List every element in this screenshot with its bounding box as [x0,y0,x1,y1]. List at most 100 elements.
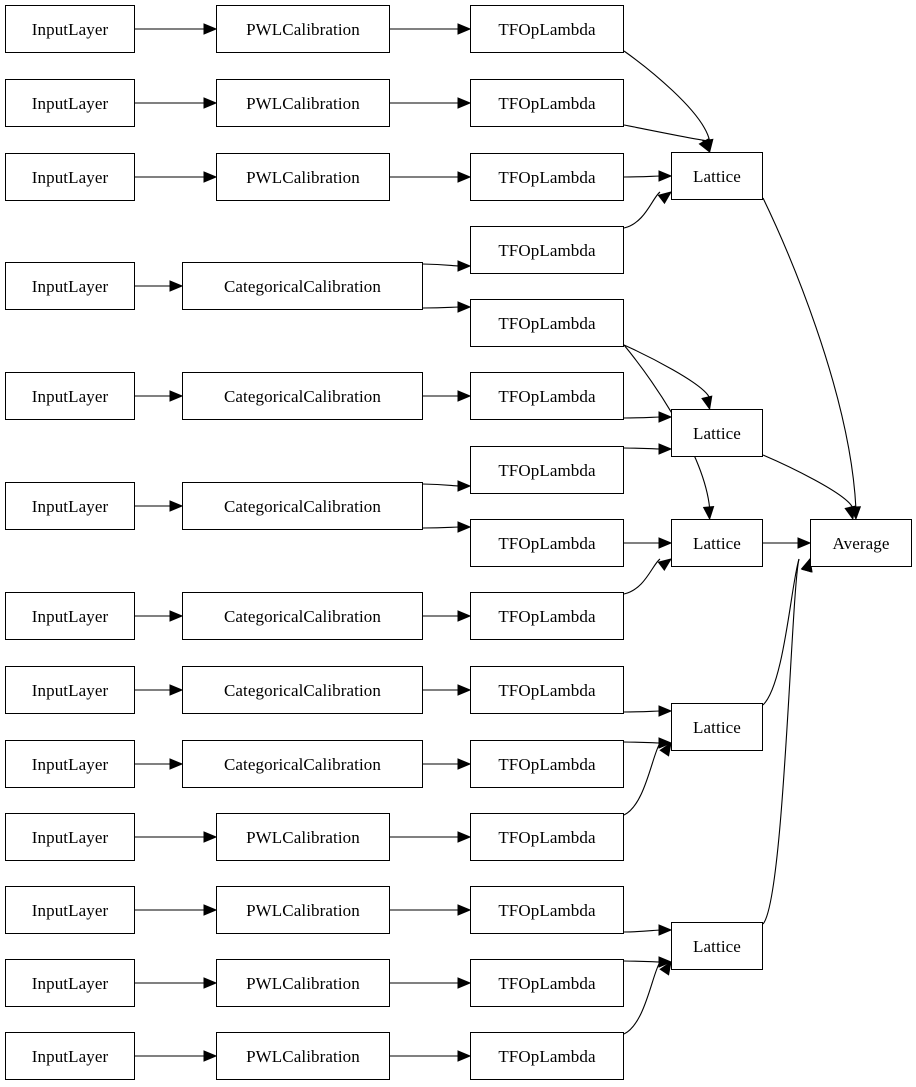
edge-arrowhead [169,610,184,622]
edge-in6-to-cal6 [135,500,184,512]
node-lam15[interactable]: TFOpLambda [470,1032,624,1080]
edge-in9-to-cal9 [135,758,184,770]
node-lam7[interactable]: TFOpLambda [470,446,624,494]
node-lat4[interactable]: Lattice [671,703,763,751]
node-label: InputLayer [31,606,109,626]
node-in3[interactable]: InputLayer [5,153,135,201]
node-lam14[interactable]: TFOpLambda [470,959,624,1007]
node-label: TFOpLambda [498,167,596,187]
node-lam13[interactable]: TFOpLambda [470,886,624,934]
edge-line [422,263,460,267]
node-lam9[interactable]: TFOpLambda [470,592,624,640]
edge-arrowhead [702,138,714,154]
node-lam6[interactable]: TFOpLambda [470,372,624,420]
node-in13[interactable]: InputLayer [5,1032,135,1080]
node-cal10[interactable]: PWLCalibration [216,813,390,861]
edge-line [762,558,800,706]
edge-line [623,558,661,595]
node-cal3[interactable]: PWLCalibration [216,153,390,201]
edge-arrowhead [169,684,184,696]
edge-cal9-to-lam11 [423,758,472,770]
node-in10[interactable]: InputLayer [5,813,135,861]
node-label: CategoricalCalibration [223,680,382,700]
edge-in12-to-cal12 [135,977,218,989]
node-in11[interactable]: InputLayer [5,886,135,934]
node-lam5[interactable]: TFOpLambda [470,299,624,347]
node-lat2[interactable]: Lattice [671,409,763,457]
node-in7[interactable]: InputLayer [5,592,135,640]
edge-arrowhead [457,390,472,402]
edge-lam13-to-lat5 [623,924,673,936]
edge-arrowhead [658,170,673,182]
edge-arrowhead [658,924,673,936]
node-lat1[interactable]: Lattice [671,152,763,200]
edge-line [422,526,460,529]
edge-lam3-to-lat1 [623,170,673,182]
node-in2[interactable]: InputLayer [5,79,135,127]
node-label: InputLayer [31,900,109,920]
node-lam4[interactable]: TFOpLambda [470,226,624,274]
node-label: InputLayer [31,93,109,113]
node-in8[interactable]: InputLayer [5,666,135,714]
node-label: CategoricalCalibration [223,496,382,516]
edge-lam8-to-lat3 [623,537,673,549]
node-lat5[interactable]: Lattice [671,922,763,970]
node-cal8[interactable]: CategoricalCalibration [182,666,423,714]
node-lat3[interactable]: Lattice [671,519,763,567]
node-in4[interactable]: InputLayer [5,262,135,310]
edge-arrowhead [169,500,184,512]
edge-lam2-to-lat1 [623,124,711,154]
node-in1[interactable]: InputLayer [5,5,135,53]
edge-arrowhead [457,904,472,916]
node-cal6[interactable]: CategoricalCalibration [182,482,423,530]
edge-lat3-to-avg [762,537,812,549]
edge-arrowhead [169,758,184,770]
edge-arrowhead [203,1050,218,1062]
edge-lat5-to-avg [762,557,813,925]
node-cal4[interactable]: CategoricalCalibration [182,262,423,310]
node-lam2[interactable]: TFOpLambda [470,79,624,127]
edge-line [623,50,711,142]
node-lam10[interactable]: TFOpLambda [470,666,624,714]
node-cal9[interactable]: CategoricalCalibration [182,740,423,788]
node-lam11[interactable]: TFOpLambda [470,740,624,788]
node-cal1[interactable]: PWLCalibration [216,5,390,53]
edge-line [762,558,800,925]
node-avg[interactable]: Average [810,519,912,567]
edge-line [623,741,661,744]
node-in5[interactable]: InputLayer [5,372,135,420]
node-lam8[interactable]: TFOpLambda [470,519,624,567]
node-label: TFOpLambda [498,973,596,993]
node-lam3[interactable]: TFOpLambda [470,153,624,201]
edge-lam7-to-lat2 [623,443,673,455]
node-lam12[interactable]: TFOpLambda [470,813,624,861]
edge-cal5-to-lam6 [422,390,472,402]
node-label: InputLayer [31,276,109,296]
edge-arrowhead [658,411,673,423]
node-cal11[interactable]: PWLCalibration [216,886,390,934]
edge-in13-to-cal13 [135,1050,218,1062]
edge-line [623,960,661,963]
edge-in2-to-cal2 [135,97,218,109]
node-in6[interactable]: InputLayer [5,482,135,530]
node-cal7[interactable]: CategoricalCalibration [182,592,423,640]
node-cal13[interactable]: PWLCalibration [216,1032,390,1080]
node-cal2[interactable]: PWLCalibration [216,79,390,127]
edge-arrowhead [457,97,472,109]
edge-arrowhead [658,705,673,717]
node-cal5[interactable]: CategoricalCalibration [182,372,423,420]
node-in12[interactable]: InputLayer [5,959,135,1007]
node-in9[interactable]: InputLayer [5,740,135,788]
edge-arrowhead [658,737,673,749]
node-label: InputLayer [31,827,109,847]
edge-cal10-to-lam12 [390,831,472,843]
edge-line [623,710,661,713]
edge-cal3-to-lam3 [389,171,472,183]
node-label: PWLCalibration [246,167,360,187]
node-cal12[interactable]: PWLCalibration [216,959,390,1007]
node-label: PWLCalibration [246,827,360,847]
edge-in4-to-cal4 [134,280,184,292]
node-label: TFOpLambda [498,533,596,553]
node-lam1[interactable]: TFOpLambda [470,5,624,53]
